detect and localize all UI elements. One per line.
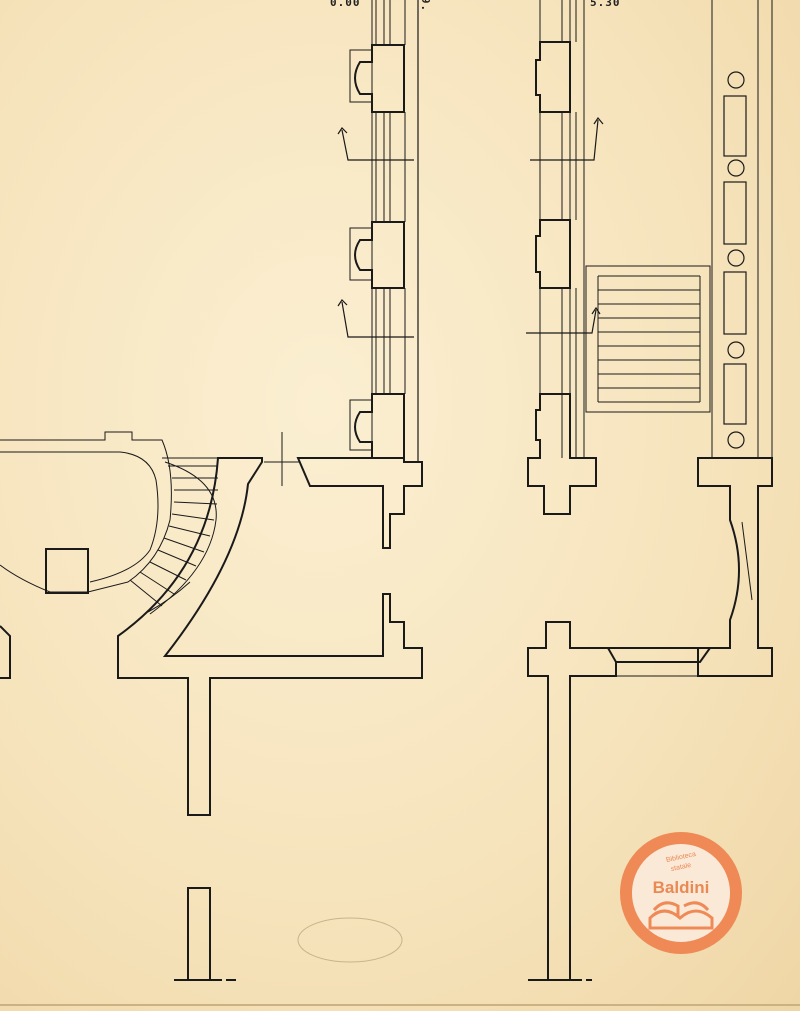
left-corridor-lines	[371, 0, 419, 462]
circular-stair	[0, 431, 218, 615]
curved-wall	[117, 457, 423, 816]
label-right-top: 5.30	[590, 0, 621, 9]
stair-newel	[45, 548, 89, 594]
right-doorway	[527, 621, 712, 981]
faint-pencil-mark	[297, 917, 403, 963]
right-lower-pier	[697, 457, 773, 677]
left-edge-fragment	[0, 625, 11, 679]
library-stamp-logo: Biblioteca statale Baldini	[620, 832, 742, 954]
right-column-row	[723, 71, 747, 449]
lower-left-pier	[174, 887, 236, 981]
right-pier-3	[527, 393, 597, 515]
right-corridor-lines	[539, 0, 773, 458]
label-left-top: 0.00	[330, 0, 361, 9]
right-pier-2	[535, 219, 571, 289]
stamp-name: Baldini	[652, 878, 710, 897]
left-pier-1	[349, 44, 405, 113]
section-arrows-left	[337, 127, 414, 338]
straight-stair	[585, 265, 711, 413]
left-central-wall	[264, 432, 423, 549]
left-pier-2	[349, 221, 405, 289]
section-arrows-right	[526, 116, 604, 334]
left-pier-3	[349, 393, 405, 459]
right-pier-1	[535, 41, 571, 113]
